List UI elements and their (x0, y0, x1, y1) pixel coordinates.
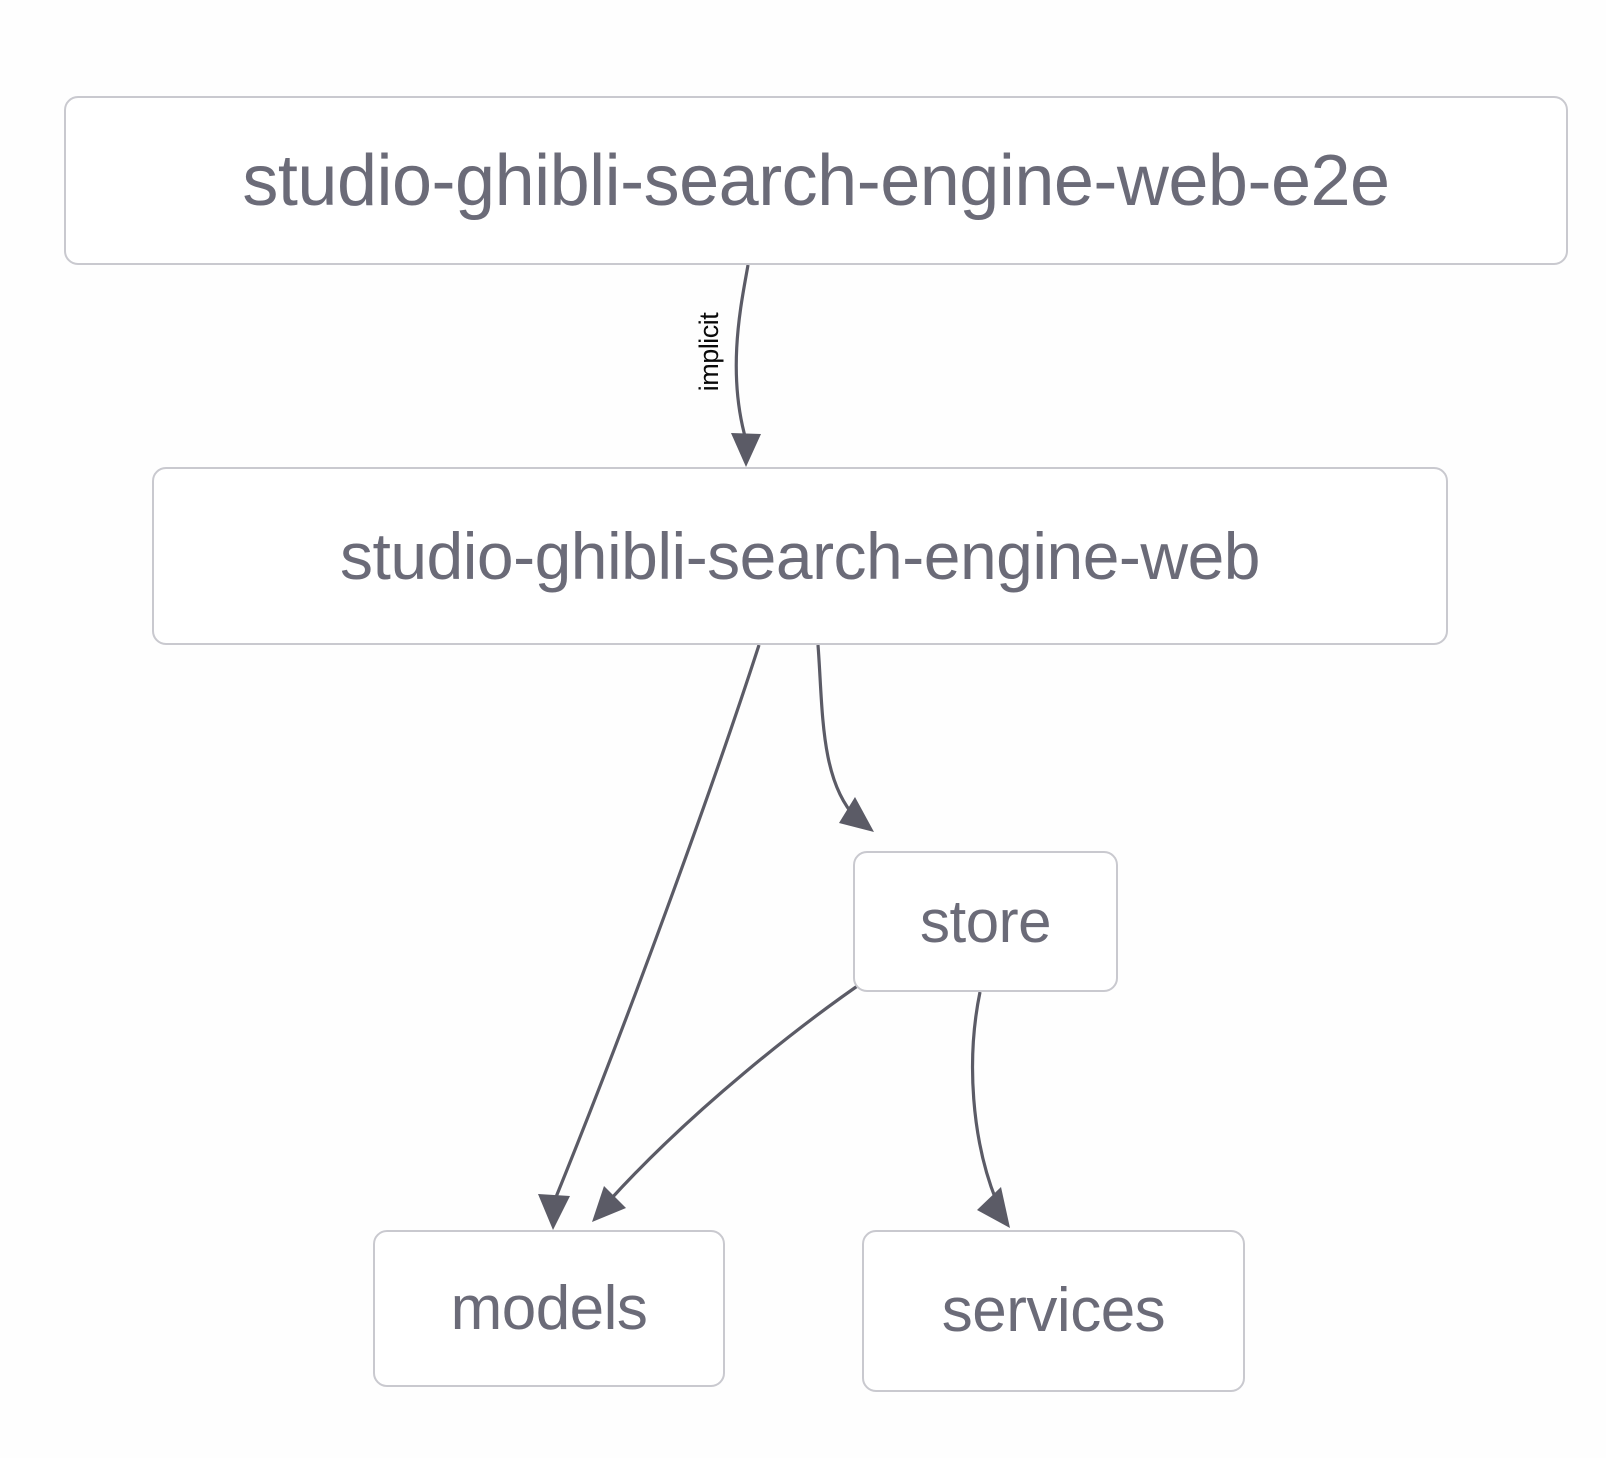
edge-store-to-services (970, 991, 1010, 1228)
node-label: models (450, 1273, 648, 1343)
edge-path (970, 991, 998, 1201)
edge-label-implicit: implicit (694, 312, 724, 392)
node-store[interactable]: store (853, 851, 1118, 992)
node-models[interactable]: models (373, 1230, 725, 1387)
node-label: studio-ghibli-search-engine-web-e2e (242, 140, 1390, 221)
node-services[interactable]: services (862, 1230, 1245, 1392)
node-label: store (920, 887, 1051, 955)
edge-store-to-models (592, 976, 870, 1222)
node-studio-ghibli-search-engine-web[interactable]: studio-ghibli-search-engine-web (152, 467, 1448, 645)
arrowhead-icon (592, 1186, 626, 1222)
edge-path (816, 644, 858, 820)
edge-path (734, 264, 750, 441)
edge-path (608, 976, 870, 1202)
edge-e2e-to-web: implicit (694, 264, 761, 467)
arrowhead-icon (977, 1187, 1010, 1228)
edge-web-to-store (816, 644, 874, 832)
node-label: services (941, 1276, 1166, 1345)
arrowhead-icon (731, 433, 761, 467)
edge-path (552, 644, 761, 1203)
node-studio-ghibli-search-engine-web-e2e[interactable]: studio-ghibli-search-engine-web-e2e (64, 96, 1568, 265)
arrowhead-icon (839, 797, 874, 832)
edge-web-to-models (538, 644, 761, 1230)
node-label: studio-ghibli-search-engine-web (339, 519, 1261, 593)
arrowhead-icon (538, 1194, 570, 1230)
